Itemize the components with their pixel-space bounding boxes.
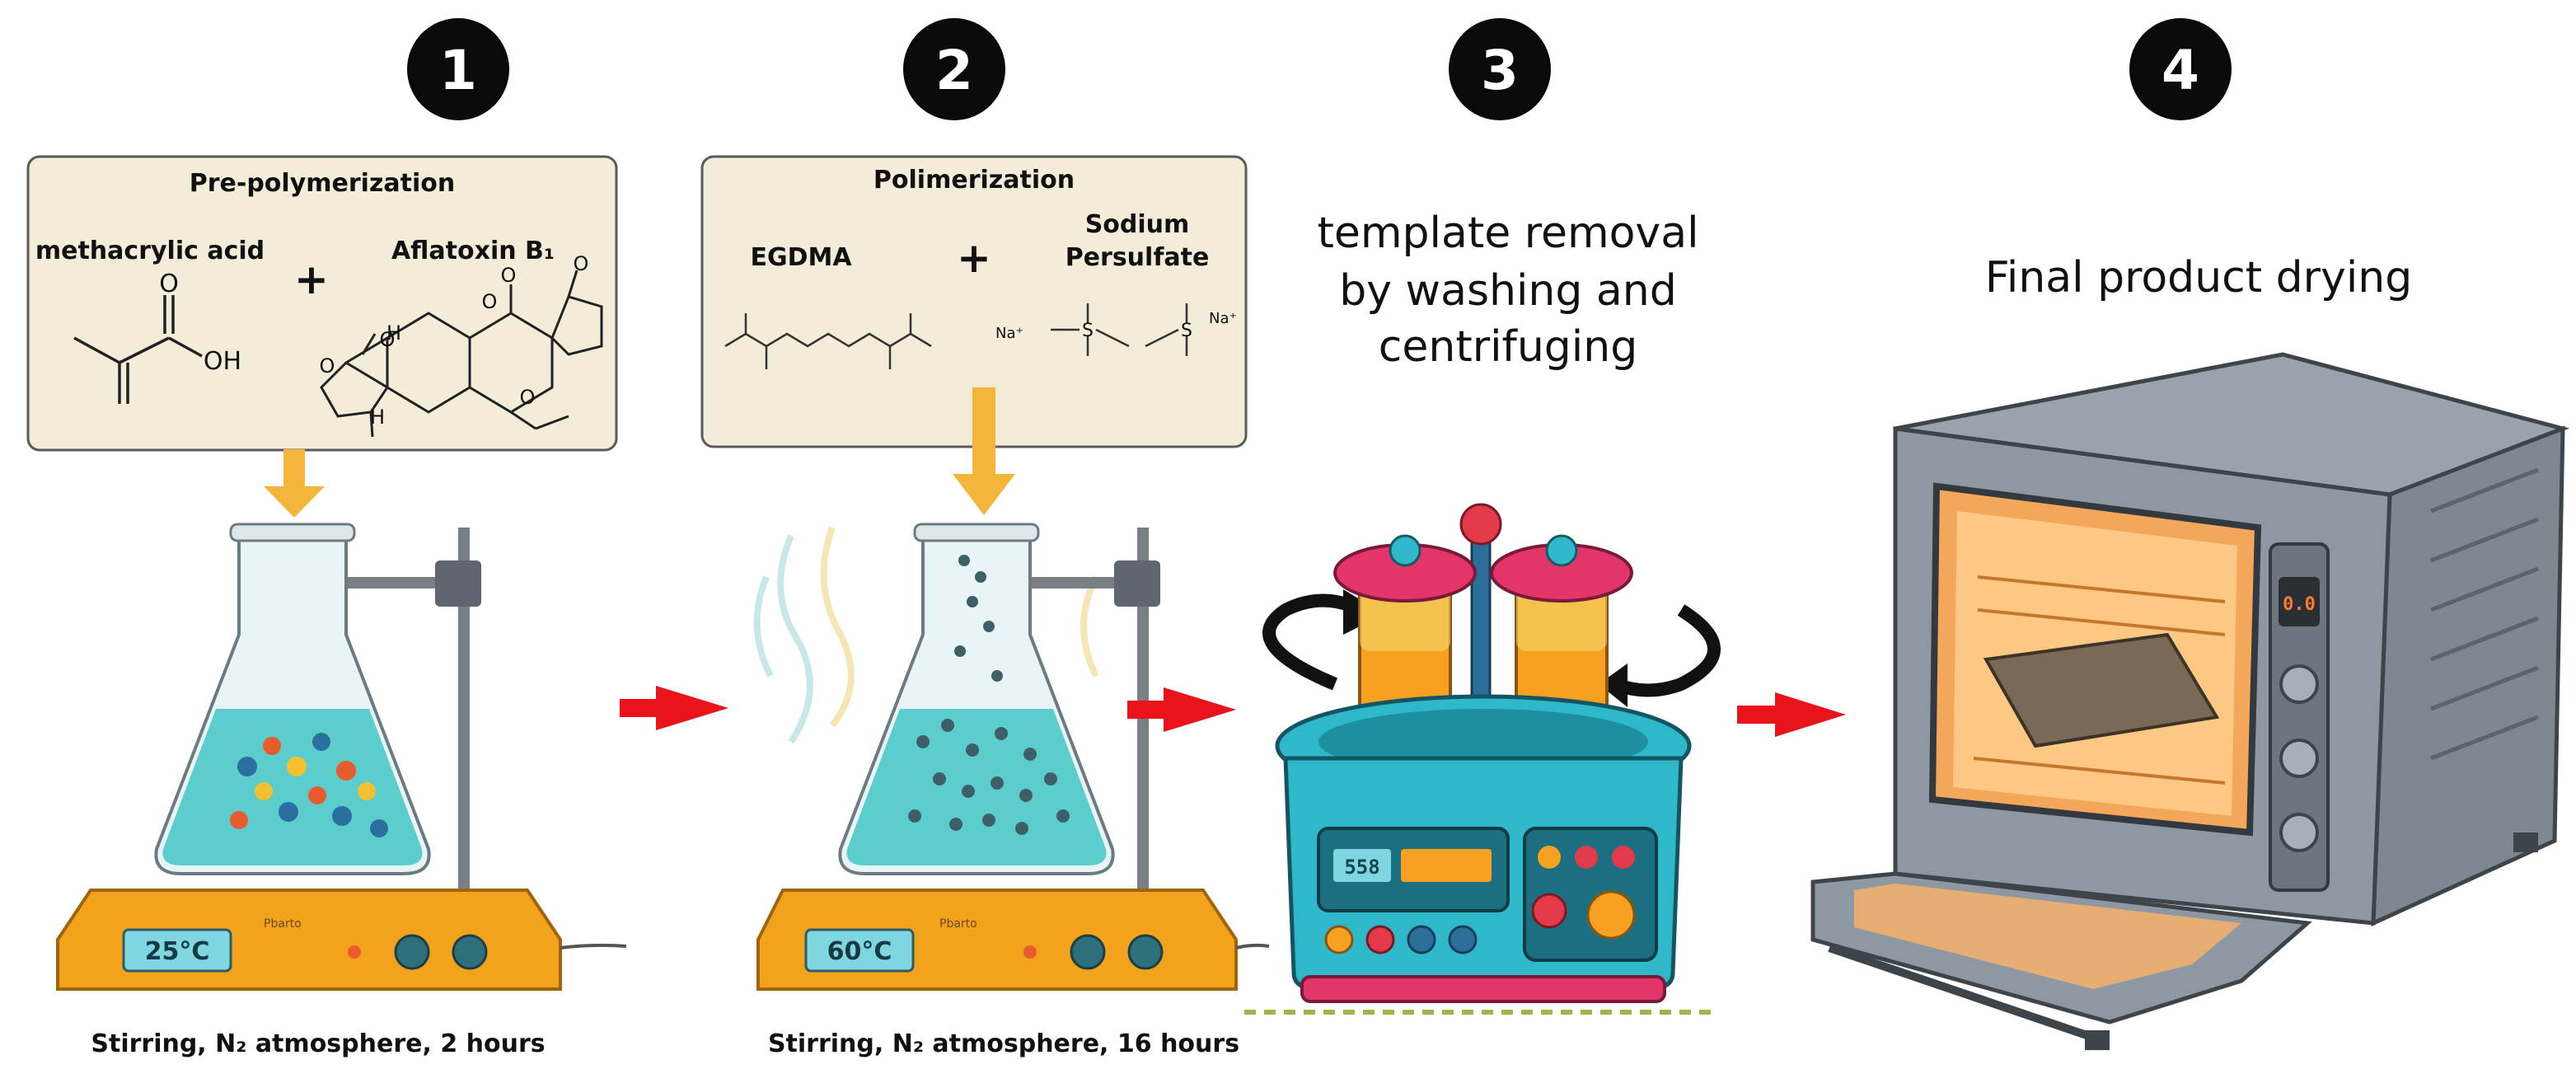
methacrylic-acid-structure <box>73 295 203 404</box>
red-arrow-3 <box>1737 692 1846 737</box>
temperature-display-2: 60°C <box>827 937 892 966</box>
hydroxyl-label: OH <box>204 347 241 376</box>
brand-label-2: Pbarto <box>939 917 977 931</box>
panel-title-2: Polimerization <box>873 166 1075 195</box>
step-4-title: Final product drying <box>1985 253 2412 302</box>
aflatoxin-o-label-2: O <box>482 290 498 313</box>
drying-oven: 0.0 <box>1810 352 2570 1050</box>
egdma-structure <box>724 313 932 369</box>
aflatoxin-h-label-2: H <box>370 406 385 429</box>
vapor-wisps <box>753 526 1099 744</box>
sodium-ion-right: Na⁺ <box>1209 310 1237 327</box>
aflatoxin-b1-structure <box>320 270 603 438</box>
step-badge-4: 4 <box>2129 18 2232 120</box>
sodium-ion-left: Na⁺ <box>995 325 1023 342</box>
step-badge-3: 3 <box>1449 18 1551 120</box>
temperature-display-1: 25°C <box>145 937 210 966</box>
centrifuge: 558 <box>1244 503 1721 1015</box>
aflatoxin-o-label-5: O <box>380 328 396 351</box>
yellow-down-arrow-1 <box>264 449 325 518</box>
centrifuge-display: 558 <box>1344 856 1379 879</box>
reagent-egdma: EGDMA <box>750 243 852 272</box>
caption-step-2: Stirring, N₂ atmosphere, 16 hours <box>768 1029 1239 1058</box>
aflatoxin-o-label-3: O <box>574 252 589 275</box>
persulfate-s-label-1: S <box>1082 321 1094 341</box>
red-arrow-2 <box>1127 687 1236 732</box>
aflatoxin-h-label-1: H <box>386 321 401 345</box>
step-3-title-line1: template removal <box>1317 209 1698 258</box>
plus-sign-1: + <box>294 256 329 303</box>
step-3-title-line3: centrifuging <box>1379 322 1637 372</box>
reagent-aflatoxin-b1: Aflatoxin B₁ <box>391 237 555 265</box>
step-badge-1: 1 <box>407 18 509 120</box>
step-number-2: 2 <box>935 39 973 102</box>
red-arrow-1 <box>620 686 728 730</box>
aflatoxin-o-label-6: O <box>520 386 536 409</box>
carbonyl-o-label: O <box>159 270 179 298</box>
flask-and-stirrer-1: 25°C Pbarto <box>56 523 627 991</box>
persulfate-s-label-2: S <box>1181 321 1192 341</box>
polymer-particles <box>908 555 1070 835</box>
plus-sign-2: + <box>957 234 991 282</box>
aflatoxin-o-label-4: O <box>320 354 335 378</box>
aflatoxin-o-label-1: O <box>501 264 517 287</box>
step-number-4: 4 <box>2161 39 2199 102</box>
polimerization-panel: Polimerization EGDMA + Sodium Persulfate… <box>700 155 1248 448</box>
reagent-persulfate-line2: Persulfate <box>1066 243 1210 272</box>
persulfate-structure <box>1051 303 1188 356</box>
step-number-1: 1 <box>439 39 477 102</box>
yellow-down-arrow-2 <box>953 387 1015 515</box>
step-badge-2: 2 <box>903 18 1005 120</box>
step-3-title-line2: by washing and <box>1339 266 1677 316</box>
panel-title-1: Pre-polymerization <box>190 169 456 198</box>
brand-label-1: Pbarto <box>264 917 302 931</box>
pre-polymerization-panel: Pre-polymerization methacrylic acid + Af… <box>26 155 618 452</box>
step-number-3: 3 <box>1481 39 1519 102</box>
reagent-methacrylic-acid: methacrylic acid <box>35 237 265 265</box>
reagent-sodium-line1: Sodium <box>1085 210 1190 239</box>
flask-and-stirrer-2: 60°C Pbarto <box>753 523 1270 991</box>
oven-display: 0.0 <box>2283 594 2316 615</box>
molecule-cluster-1 <box>230 733 388 837</box>
caption-step-1: Stirring, N₂ atmosphere, 2 hours <box>91 1029 545 1058</box>
